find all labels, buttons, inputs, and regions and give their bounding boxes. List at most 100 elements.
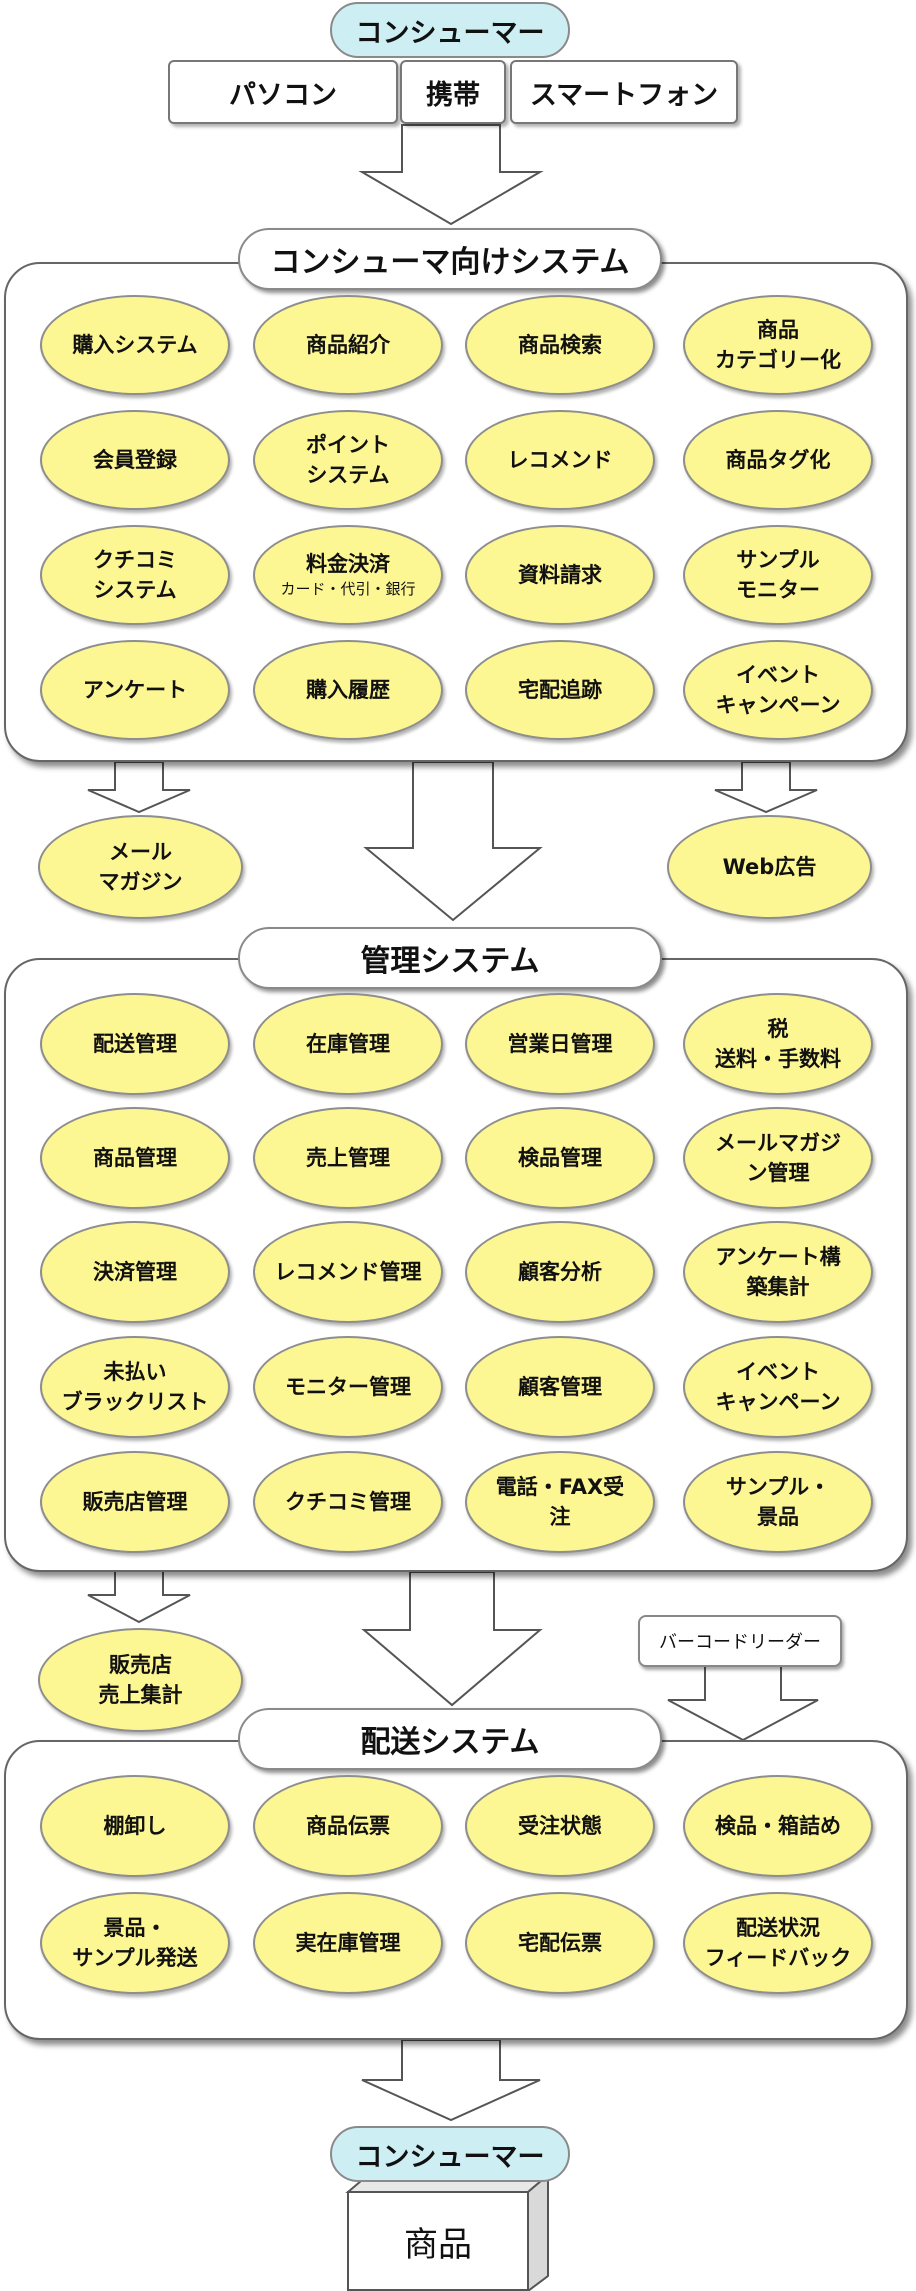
item-line: アンケート xyxy=(82,677,188,702)
management-system-item: 顧客分析 xyxy=(465,1221,655,1323)
delivery-system-item: 検品・箱詰め xyxy=(683,1775,873,1877)
item-line: 築集計 xyxy=(746,1275,810,1299)
item-line: イベント xyxy=(735,662,820,687)
delivery-system-title-text: 配送システム xyxy=(360,1725,540,1760)
item-line: システム xyxy=(93,578,177,602)
barcode-reader-text: バーコードリーダー xyxy=(659,1632,821,1653)
item-line: カテゴリー化 xyxy=(715,348,841,372)
management-system-item: 配送管理 xyxy=(40,993,230,1095)
management-system-item: 営業日管理 xyxy=(465,993,655,1095)
item-line: モニター管理 xyxy=(285,1374,411,1399)
device-smartphone: スマートフォン xyxy=(510,60,738,124)
consumer-system-item: 商品カテゴリー化 xyxy=(683,295,873,395)
consumer-system-item: レコメンド xyxy=(465,410,655,510)
item-line: 売上管理 xyxy=(306,1145,390,1170)
item-line: 商品伝票 xyxy=(306,1813,390,1838)
consumer-system-item: 商品紹介 xyxy=(253,295,443,395)
item-line: 購入履歴 xyxy=(306,677,390,702)
item-line: サンプル xyxy=(736,547,820,572)
device-mobile-label: 携帯 xyxy=(426,79,480,111)
item-line: 送料・手数料 xyxy=(715,1047,841,1071)
consumer-system-item: 宅配追跡 xyxy=(465,640,655,740)
product-box-front xyxy=(347,2191,529,2291)
consumer-system-title: コンシューマ向けシステム xyxy=(238,228,662,290)
item-line: ン管理 xyxy=(746,1161,810,1185)
management-system-item: モニター管理 xyxy=(253,1336,443,1438)
item-line: ポイント xyxy=(306,432,390,457)
item-line: 決済管理 xyxy=(93,1259,177,1284)
item-line: レコメンド xyxy=(507,447,613,472)
delivery-system-item: 配送状況フィードバック xyxy=(683,1892,873,1994)
management-system-item: 顧客管理 xyxy=(465,1336,655,1438)
item-line: 商品紹介 xyxy=(306,332,390,357)
item-line: 税 xyxy=(767,1016,789,1041)
item-line: 資料請求 xyxy=(518,562,602,587)
management-system-item: クチコミ管理 xyxy=(253,1451,443,1553)
device-smartphone-label: スマートフォン xyxy=(529,79,719,111)
management-system-item: 電話・FAX受注 xyxy=(465,1451,655,1553)
item-line: サンプル発送 xyxy=(72,1946,198,1970)
barcode-reader-box: バーコードリーダー xyxy=(638,1615,842,1667)
arrow-devices-to-consumer-system xyxy=(358,124,544,226)
item-line: モニター xyxy=(736,578,820,602)
consumer-system-item: アンケート xyxy=(40,640,230,740)
store-sales-line-2: 売上集計 xyxy=(98,1683,183,1707)
consumer-system-item: 購入システム xyxy=(40,295,230,395)
arrow-to-management xyxy=(363,761,543,922)
consumer-system-title-text: コンシューマ向けシステム xyxy=(270,245,630,280)
item-line: キャンペーン xyxy=(715,1390,841,1414)
item-line: 配送管理 xyxy=(93,1031,177,1056)
delivery-system-item: 景品・サンプル発送 xyxy=(40,1892,230,1994)
item-line: 受注状態 xyxy=(518,1813,602,1838)
item-line: 実在庫管理 xyxy=(295,1930,401,1955)
consumer-top-label: コンシューマー xyxy=(330,2,570,58)
item-line: 電話・FAX受 xyxy=(495,1474,625,1499)
item-line: システム xyxy=(306,463,390,487)
consumer-system-item: 資料請求 xyxy=(465,525,655,625)
management-system-item: 販売店管理 xyxy=(40,1451,230,1553)
item-line: クチコミ管理 xyxy=(285,1489,411,1514)
consumer-system-item: 商品タグ化 xyxy=(683,410,873,510)
management-system-item: 税送料・手数料 xyxy=(683,993,873,1095)
delivery-system-item: 実在庫管理 xyxy=(253,1892,443,1994)
item-line: 在庫管理 xyxy=(306,1031,390,1056)
management-system-title-text: 管理システム xyxy=(360,944,540,979)
item-line: 商品 xyxy=(757,317,799,342)
consumer-system-item: イベントキャンペーン xyxy=(683,640,873,740)
arrow-to-delivery xyxy=(361,1571,543,1707)
item-line: レコメンド管理 xyxy=(274,1259,422,1284)
payment-methods-note: カード・代引・銀行 xyxy=(280,580,416,599)
management-system-item: 在庫管理 xyxy=(253,993,443,1095)
item-line: イベント xyxy=(735,1359,820,1384)
management-system-item: 売上管理 xyxy=(253,1107,443,1209)
management-system-item: 商品管理 xyxy=(40,1107,230,1209)
arrow-to-consumer-bottom xyxy=(361,2039,541,2122)
delivery-system-item: 棚卸し xyxy=(40,1775,230,1877)
device-mobile: 携帯 xyxy=(400,60,506,124)
item-line: フィードバック xyxy=(704,1946,852,1970)
item-line: 検品管理 xyxy=(518,1145,602,1170)
mail-magazine-line-1: メール xyxy=(109,839,172,864)
item-line: キャンペーン xyxy=(715,693,841,717)
management-system-item: メールマガジン管理 xyxy=(683,1107,873,1209)
mail-magazine-node: メールマガジン xyxy=(38,815,243,919)
item-line: 宅配伝票 xyxy=(518,1930,602,1955)
management-system-item: 検品管理 xyxy=(465,1107,655,1209)
product-box-side xyxy=(527,2172,549,2291)
item-line: 景品 xyxy=(757,1505,799,1529)
item-line: 注 xyxy=(549,1505,571,1529)
product-text: 商品 xyxy=(404,2224,472,2265)
management-system-item: 未払いブラックリスト xyxy=(40,1336,230,1438)
consumer-system-item: 購入履歴 xyxy=(253,640,443,740)
consumer-system-item: 会員登録 xyxy=(40,410,230,510)
item-line: 営業日管理 xyxy=(507,1031,613,1056)
arrow-barcode-to-delivery xyxy=(667,1663,819,1742)
consumer-system-item: 料金決済カード・代引・銀行 xyxy=(253,525,443,625)
arrow-to-web-ad xyxy=(714,761,818,814)
item-line: 未払い xyxy=(103,1359,167,1384)
item-line: 商品検索 xyxy=(518,332,602,357)
consumer-top-text: コンシューマー xyxy=(355,17,545,49)
delivery-system-item: 商品伝票 xyxy=(253,1775,443,1877)
item-line: 配送状況 xyxy=(736,1915,820,1940)
item-line: 顧客管理 xyxy=(518,1374,602,1399)
